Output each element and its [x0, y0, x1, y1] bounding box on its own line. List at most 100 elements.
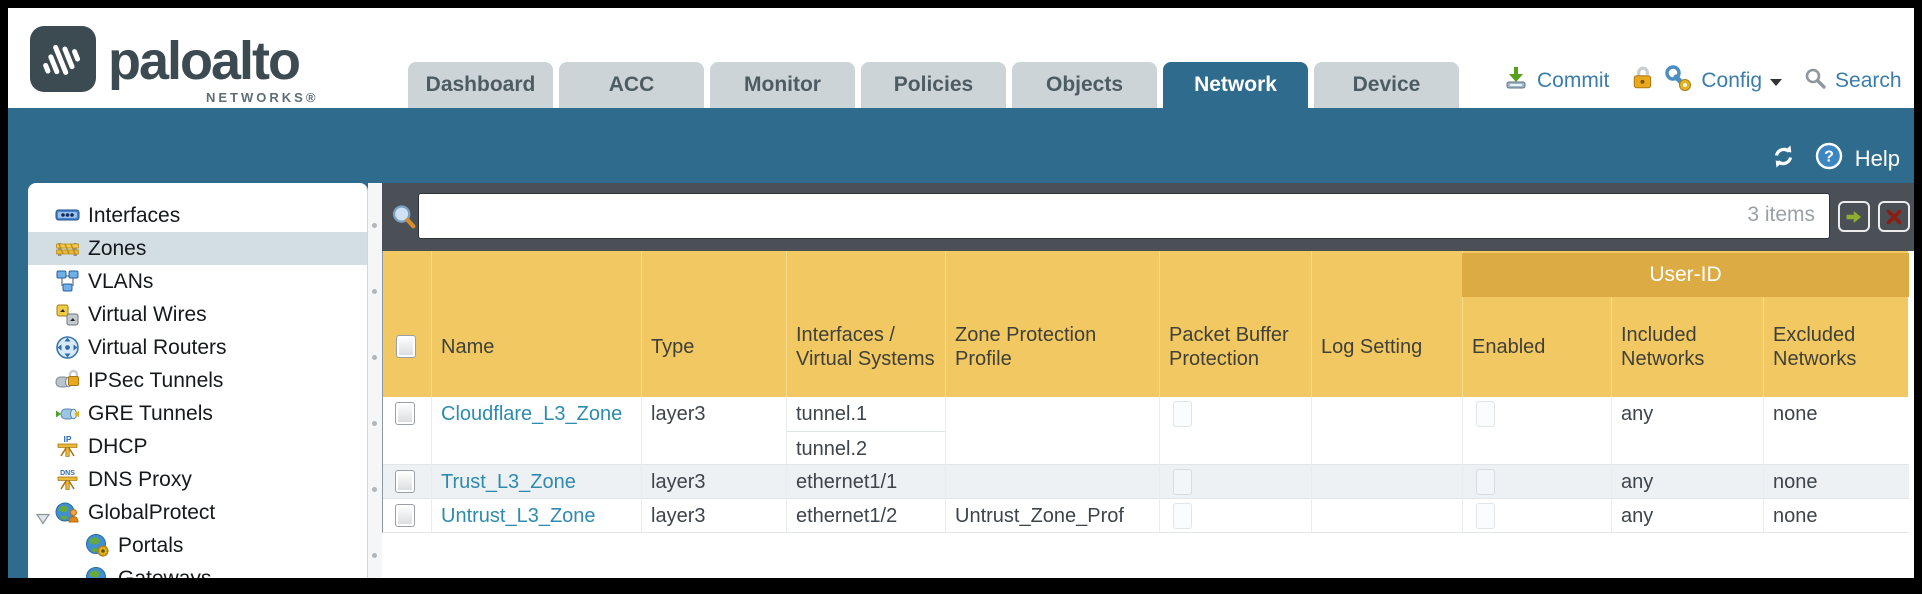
column-header-interfaces-virtual-systems[interactable]: Interfaces / Virtual Systems: [796, 297, 935, 397]
tab-device[interactable]: Device: [1314, 62, 1459, 108]
sidebar-item-dhcp[interactable]: IP DHCP: [28, 430, 367, 463]
header-divider: [1763, 297, 1764, 397]
expand-arrow-icon[interactable]: [36, 507, 50, 519]
panos-app-window: paloalto NETWORKS® DashboardACCMonitorPo…: [8, 8, 1914, 578]
vlans-icon: [55, 269, 80, 294]
content-area: InterfacesZonesVLANsVirtual WiresVirtual…: [8, 183, 1914, 578]
sidebar-item-portals[interactable]: Portals: [28, 529, 367, 562]
select-all-checkbox[interactable]: [396, 335, 416, 358]
clear-filter-button[interactable]: [1878, 201, 1910, 232]
sidebar-item-label: Virtual Routers: [88, 336, 227, 360]
table-row: Cloudflare_L3_Zonelayer3tunnel.1tunnel.2…: [383, 397, 1909, 465]
column-separator: [1311, 397, 1312, 533]
zone-name-link[interactable]: Trust_L3_Zone: [441, 465, 637, 499]
table-row: Untrust_L3_Zonelayer3ethernet1/2Untrust_…: [383, 499, 1909, 533]
ipsec-tunnels-icon: [55, 368, 80, 393]
table-body: Cloudflare_L3_Zone layer3tunnel.1tunnel.2…: [382, 397, 1908, 533]
excluded-networks-cell: none: [1773, 397, 1903, 431]
column-separator: [641, 397, 642, 533]
excluded-networks-cell: none: [1773, 499, 1903, 533]
gre-tunnels-icon: [55, 401, 80, 426]
sidebar-item-dns-proxy[interactable]: DNSDNS Proxy: [28, 463, 367, 496]
sidebar-item-interfaces[interactable]: Interfaces: [28, 199, 367, 232]
column-header-name[interactable]: Name: [441, 297, 631, 397]
column-separator: [1763, 397, 1764, 533]
filter-input[interactable]: [425, 198, 1705, 234]
tab-acc[interactable]: ACC: [559, 62, 704, 108]
sidebar-item-label: DHCP: [88, 435, 148, 459]
column-header-zone-protection-profile[interactable]: Zone Protection Profile: [955, 297, 1149, 397]
packet-buffer-protection-checkbox: [1173, 503, 1192, 529]
sidebar-splitter[interactable]: [368, 183, 382, 578]
interfaces-icon: [55, 203, 80, 228]
teal-band: ? Help: [8, 108, 1914, 183]
log-setting-cell: [1321, 397, 1456, 431]
tab-objects[interactable]: Objects: [1012, 62, 1157, 108]
interfaces-cell: ethernet1/1: [786, 465, 945, 499]
zone-name-link[interactable]: Untrust_L3_Zone: [441, 499, 637, 533]
brand-wordmark: paloalto: [108, 30, 299, 92]
column-header-packet-buffer-protection[interactable]: Packet Buffer Protection: [1169, 297, 1301, 397]
brand-subtext: NETWORKS®: [206, 90, 318, 105]
tab-policies[interactable]: Policies: [861, 62, 1006, 108]
column-separator: [1462, 397, 1463, 533]
sidebar-item-zones[interactable]: Zones: [28, 232, 367, 265]
lock-icon[interactable]: [1631, 65, 1655, 97]
sidebar-item-label: IPSec Tunnels: [88, 369, 223, 393]
dhcp-icon: IP: [55, 434, 80, 459]
row-checkbox[interactable]: [395, 470, 415, 493]
header-divider: [945, 251, 946, 397]
user-id-enabled-checkbox: [1476, 503, 1495, 529]
sidebar-item-globalprotect[interactable]: GlobalProtect: [28, 496, 367, 529]
table-row: Trust_L3_Zonelayer3ethernet1/1anynone: [383, 465, 1909, 499]
column-header-included-networks[interactable]: Included Networks: [1621, 297, 1753, 397]
tab-network[interactable]: Network: [1163, 62, 1308, 108]
item-count-label: 3 items: [1747, 203, 1815, 227]
sidebar-item-label: Zones: [88, 237, 146, 261]
refresh-icon[interactable]: [1770, 143, 1797, 176]
commit-icon: [1503, 65, 1529, 97]
user-id-group-header: User-ID: [1462, 253, 1909, 297]
packet-buffer-protection-checkbox: [1173, 401, 1192, 427]
row-checkbox[interactable]: [395, 504, 415, 527]
interfaces-cell: tunnel.1tunnel.2: [786, 397, 945, 465]
interfaces-cell: ethernet1/2: [786, 499, 945, 533]
tab-dashboard[interactable]: Dashboard: [408, 62, 553, 108]
column-header-enabled[interactable]: Enabled: [1472, 297, 1601, 397]
gateways-icon: [85, 566, 110, 578]
user-id-enabled-checkbox: [1476, 401, 1495, 427]
search-icon: [1804, 67, 1827, 96]
column-separator: [945, 397, 946, 533]
tab-monitor[interactable]: Monitor: [710, 62, 855, 108]
sidebar-item-ipsec-tunnels[interactable]: IPSec Tunnels: [28, 364, 367, 397]
column-header-excluded-networks[interactable]: Excluded Networks: [1773, 297, 1899, 397]
help-button[interactable]: Help: [1855, 146, 1900, 172]
column-separator: [786, 397, 787, 533]
config-icon: [1663, 64, 1693, 98]
column-separator: [431, 397, 432, 533]
config-caret-icon[interactable]: [1770, 79, 1782, 86]
zone-name-link[interactable]: Cloudflare_L3_Zone: [441, 397, 637, 431]
column-separator: [1159, 397, 1160, 533]
apply-filter-button[interactable]: [1838, 201, 1870, 232]
sidebar-item-label: GlobalProtect: [88, 501, 215, 525]
user-id-enabled-checkbox: [1476, 469, 1495, 495]
filter-search-icon: [390, 203, 418, 231]
search-button[interactable]: Search: [1835, 69, 1902, 93]
column-separator: [1611, 397, 1612, 533]
column-header-type[interactable]: Type: [651, 297, 776, 397]
included-networks-cell: any: [1621, 397, 1757, 431]
sidebar-item-vlans[interactable]: VLANs: [28, 265, 367, 298]
interface-value: tunnel.2: [786, 431, 945, 465]
sidebar-item-virtual-routers[interactable]: Virtual Routers: [28, 331, 367, 364]
zone-protection-profile-cell: Untrust_Zone_Prof: [955, 499, 1153, 533]
sidebar-item-gateways[interactable]: Gateways: [28, 562, 367, 578]
zone-type-cell: layer3: [651, 465, 781, 499]
svg-text:DNS: DNS: [60, 470, 75, 477]
column-header-log-setting[interactable]: Log Setting: [1321, 297, 1452, 397]
sidebar-item-gre-tunnels[interactable]: GRE Tunnels: [28, 397, 367, 430]
config-button[interactable]: Config: [1701, 69, 1762, 93]
row-checkbox[interactable]: [395, 402, 415, 425]
sidebar-item-virtual-wires[interactable]: Virtual Wires: [28, 298, 367, 331]
commit-button[interactable]: Commit: [1537, 69, 1609, 93]
